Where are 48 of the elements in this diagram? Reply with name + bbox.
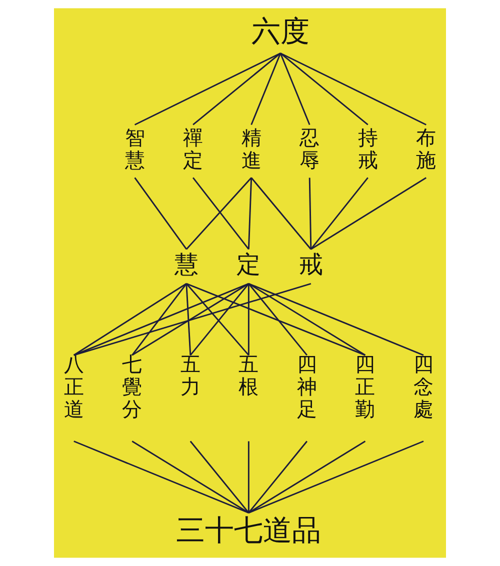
connector xyxy=(132,283,250,356)
connector xyxy=(73,283,187,356)
connector xyxy=(186,284,192,356)
connector xyxy=(280,52,426,126)
node-text: 忍辱 xyxy=(300,126,320,172)
node-text: 六度 xyxy=(251,16,310,48)
node-text: 七覺分 xyxy=(122,353,142,422)
connector xyxy=(132,440,250,514)
connector xyxy=(248,440,424,514)
node-text: 五力 xyxy=(180,353,200,399)
connector xyxy=(248,440,366,514)
connector xyxy=(134,177,188,250)
connector xyxy=(192,52,281,126)
node-text: 布施 xyxy=(416,126,436,172)
node-text: 八正道 xyxy=(64,353,84,422)
connector xyxy=(186,282,366,356)
node-text: 禪定 xyxy=(183,126,204,172)
node-text: 四神足 xyxy=(296,353,317,422)
node-text: 持戒 xyxy=(358,126,378,172)
node-text: 四念處 xyxy=(413,353,434,422)
connector xyxy=(248,178,252,250)
node-text: 五根 xyxy=(238,353,259,399)
node-text: 精進 xyxy=(241,126,262,172)
connector xyxy=(280,52,368,126)
connector xyxy=(74,440,249,514)
node-text: 慧 xyxy=(174,252,198,278)
connector xyxy=(248,440,308,514)
connector xyxy=(132,283,187,356)
connector xyxy=(308,178,312,250)
connector xyxy=(310,177,427,250)
connector xyxy=(248,283,308,356)
connector xyxy=(250,52,282,126)
connector xyxy=(248,441,250,513)
connector xyxy=(134,52,281,126)
connector xyxy=(310,177,368,250)
connector xyxy=(74,282,312,356)
node-text: 定 xyxy=(236,252,261,278)
connector xyxy=(280,52,310,126)
node-text: 戒 xyxy=(298,252,323,278)
connector xyxy=(250,177,312,250)
node-text: 四正勤 xyxy=(355,353,376,422)
node-text: 三十七道品 xyxy=(176,515,322,548)
connector xyxy=(248,283,366,356)
connector xyxy=(190,440,250,514)
connector xyxy=(248,282,424,356)
connector xyxy=(248,284,250,356)
connector xyxy=(74,282,249,356)
node-text: 智慧 xyxy=(124,126,145,172)
